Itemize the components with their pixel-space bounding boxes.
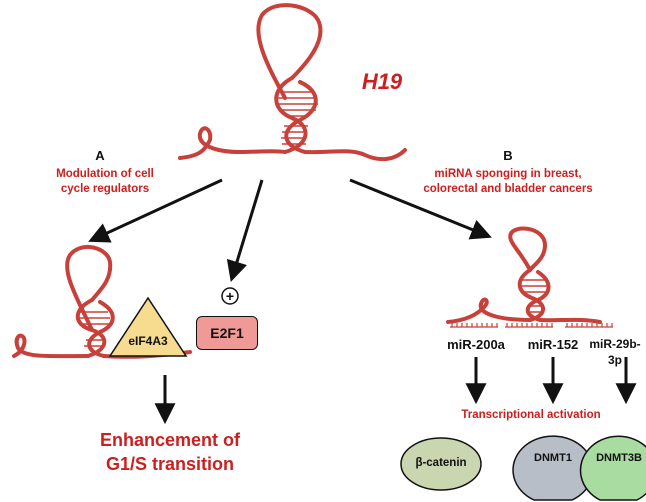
outcome-line1: Enhancement of (99, 430, 241, 450)
right-rna-rungs (520, 279, 548, 313)
branch-b-letter: B (503, 148, 513, 163)
branch-a-letter: A (95, 148, 105, 163)
arrow-to-e2f1 (226, 179, 264, 283)
h19-rna-structure (178, 3, 407, 162)
beta-catenin-ellipse (400, 437, 482, 491)
branch-a-title-line2: cycle regulators (60, 183, 150, 195)
dnmt3b-pacman (579, 435, 646, 501)
h19-helix-rungs (276, 91, 318, 145)
transcriptional-activation-label: Transcriptional activation (461, 409, 601, 421)
e2f1-plus-sign: + (225, 288, 235, 304)
mirna-200a-label: miR-200a (447, 337, 505, 352)
right-rna-structure (446, 226, 602, 324)
beta-catenin-label: β-catenin (415, 457, 467, 469)
eif4a3-triangle (108, 296, 188, 357)
dnmt3b-label: DNMT3B (596, 452, 642, 464)
arrow-to-mirna-sponge (349, 178, 492, 240)
branch-b-title-line1: miRNA sponging in breast, (434, 168, 582, 180)
branch-a-title-line1: Modulation of cell (56, 168, 154, 180)
arrow-to-eif4a3 (88, 178, 223, 243)
e2f1-box: E2F1 (196, 316, 258, 350)
branch-b-title-line2: colorectal and bladder cancers (423, 183, 593, 195)
dnmt1-label: DNMT1 (534, 452, 572, 464)
branch-arrows (88, 178, 637, 425)
mirna-29b-label: miR-29b-3p (589, 337, 641, 367)
left-rna-rungs (78, 311, 110, 347)
mirna-152-label: miR-152 (527, 337, 579, 352)
e2f1-label: E2F1 (210, 325, 244, 341)
activation-plus-circle (221, 287, 239, 305)
outcome-line2: G1/S transition (105, 454, 235, 474)
mirna-binding-ticks (450, 323, 613, 328)
h19-label: H19 (361, 69, 403, 94)
eif4a3-label: eIF4A3 (128, 334, 168, 348)
